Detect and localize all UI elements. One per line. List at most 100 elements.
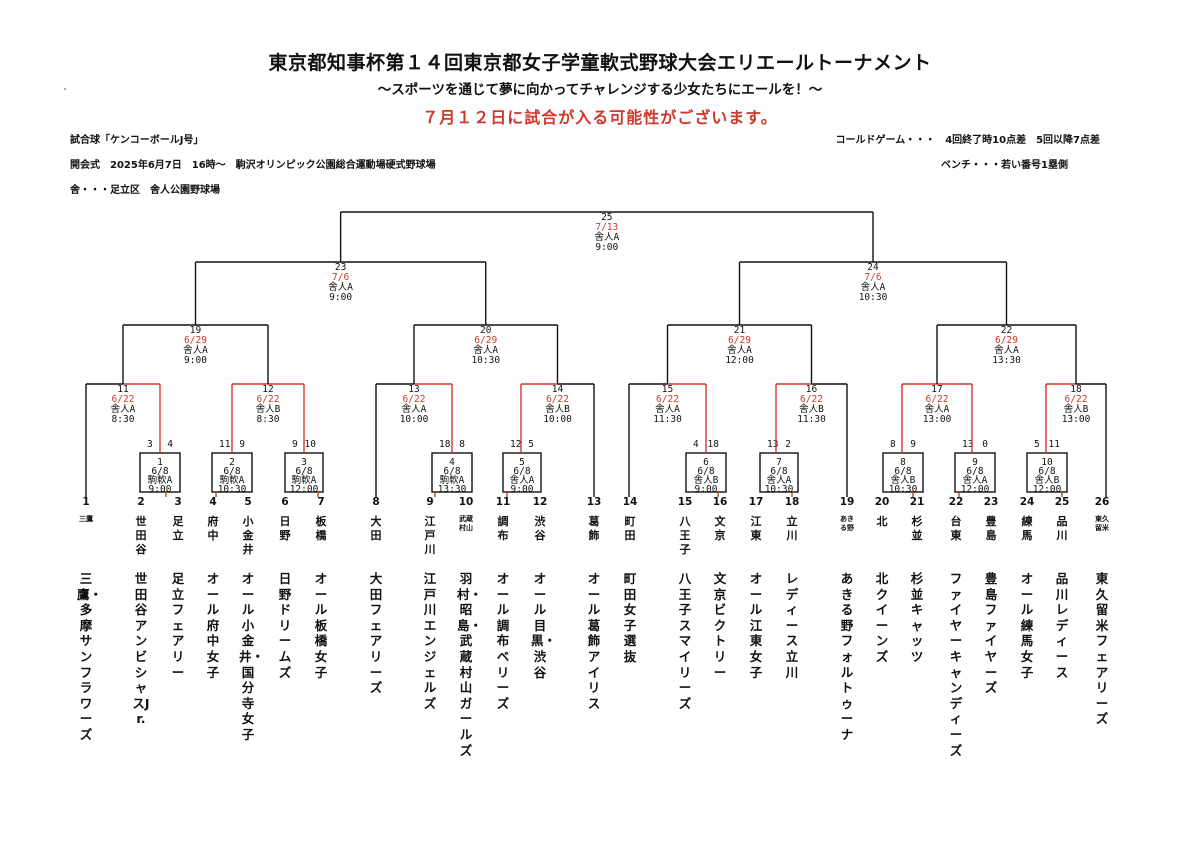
match-time: 10:30 xyxy=(859,292,888,303)
match-time: 10:30 xyxy=(765,484,794,495)
team-full-name: オール調布ベリーズ xyxy=(496,571,510,711)
team-number: 12 xyxy=(532,496,548,508)
team-full-name: オール江東女子 xyxy=(749,571,763,680)
team-number: 1 xyxy=(82,496,90,508)
match-venue: 舎人B xyxy=(545,404,570,415)
first-round-box xyxy=(1026,452,1068,493)
team-short-name: 足立 xyxy=(172,515,184,542)
match-venue: 舎人B xyxy=(891,475,916,486)
team-short-name: 渋谷 xyxy=(534,515,546,542)
team-number: 7 xyxy=(317,496,325,508)
team-number: 8 xyxy=(372,496,380,508)
match-date: 7/13 xyxy=(595,222,618,233)
match-time: 13:00 xyxy=(923,414,952,425)
team-full-name: 羽村・昭島・武蔵村山ガールズ xyxy=(457,571,483,758)
team-number: 14 xyxy=(622,496,638,508)
team-short-name: 江東 xyxy=(750,515,762,542)
team-full-name: 江戸川エンジェルズ xyxy=(423,571,437,711)
team-number: 16 xyxy=(712,496,728,508)
bench-info: ベンチ・・・若い番号1塁側 xyxy=(941,160,1068,171)
team-number: 9 xyxy=(426,496,434,508)
team-number: 4 xyxy=(209,496,217,508)
match-date: 6/22 xyxy=(926,394,949,405)
match-date: 6/8 xyxy=(770,466,787,477)
match-time: 13:30 xyxy=(438,484,467,495)
team-number: 15 xyxy=(677,496,693,508)
ball-info: 試合球「ケンコーボールJ号」 xyxy=(70,135,204,146)
match-number: 8 xyxy=(900,457,906,468)
first-round-seed-left: 3 xyxy=(147,439,153,450)
match-date: 6/8 xyxy=(295,466,312,477)
team-short-name: 北 xyxy=(876,515,888,528)
team-number: 18 xyxy=(784,496,800,508)
match-time: 9:00 xyxy=(511,484,534,495)
team-short-name: 世田谷 xyxy=(135,515,147,556)
match-number: 12 xyxy=(262,384,273,395)
match-time: 11:30 xyxy=(797,414,826,425)
team-number: 22 xyxy=(948,496,964,508)
first-round-seed-right: 2 xyxy=(785,439,791,450)
match-number: 13 xyxy=(408,384,419,395)
match-date: 6/8 xyxy=(223,466,240,477)
team-full-name: ファイヤーキャンディーズ xyxy=(949,571,963,758)
match-time: 10:00 xyxy=(543,414,572,425)
match-date: 6/8 xyxy=(1038,466,1055,477)
team-short-name: 台東 xyxy=(950,515,962,542)
match-time: 12:00 xyxy=(290,484,319,495)
team-full-name: 足立フェアリー xyxy=(171,571,185,680)
match-date: 6/22 xyxy=(112,394,135,405)
team-full-name: オール目黒・渋谷 xyxy=(531,571,557,680)
team-number: 3 xyxy=(174,496,182,508)
team-full-name: オール葛飾アイリス xyxy=(587,571,601,711)
match-venue: 舎人B xyxy=(1035,475,1060,486)
match-number: 24 xyxy=(867,262,879,273)
match-date: 6/8 xyxy=(894,466,911,477)
first-round-box xyxy=(954,452,996,493)
team-number: 19 xyxy=(839,496,855,508)
team-short-name: 品川 xyxy=(1056,515,1068,542)
match-time: 13:00 xyxy=(1062,414,1091,425)
match-date: 6/8 xyxy=(443,466,460,477)
match-venue: 舎人A xyxy=(994,345,1019,356)
match-number: 5 xyxy=(519,457,525,468)
team-short-name: 大田 xyxy=(370,515,382,542)
match-time: 9:00 xyxy=(184,355,207,366)
team-full-name: 町田女子選抜 xyxy=(623,571,637,664)
match-number: 11 xyxy=(117,384,129,395)
team-full-name: 杉並キャッツ xyxy=(910,571,924,664)
team-short-name: 町田 xyxy=(624,515,636,542)
match-venue: 駒軟A xyxy=(148,474,173,486)
match-number: 25 xyxy=(601,212,612,223)
match-number: 18 xyxy=(1070,384,1082,395)
match-venue: 駒軟A xyxy=(220,474,245,486)
team-full-name: 日野ドリームズ xyxy=(278,571,292,680)
match-number: 14 xyxy=(552,384,564,395)
team-short-name: 文京 xyxy=(714,515,726,542)
team-number: 2 xyxy=(137,496,145,508)
team-full-name: 品川レディース xyxy=(1055,571,1069,680)
match-number: 6 xyxy=(703,457,709,468)
first-round-seed-left: 13 xyxy=(962,439,973,450)
match-date: 7/6 xyxy=(332,272,349,283)
called-game-info: コールドゲーム・・・ 4回終了時10点差 5回以降7点差 xyxy=(835,135,1101,146)
match-date: 6/29 xyxy=(728,335,751,346)
team-short-name: 立川 xyxy=(786,515,798,542)
match-number: 2 xyxy=(229,457,235,468)
match-time: 9:00 xyxy=(149,484,172,495)
first-round-seed-left: 13 xyxy=(767,439,778,450)
match-number: 15 xyxy=(662,384,673,395)
match-time: 10:30 xyxy=(218,484,247,495)
scan-dot xyxy=(64,88,66,90)
team-full-name: 大田フェアリーズ xyxy=(369,571,383,696)
match-venue: 舎人A xyxy=(328,282,353,293)
match-number: 16 xyxy=(806,384,818,395)
match-number: 22 xyxy=(1001,325,1012,336)
match-number: 17 xyxy=(931,384,942,395)
team-full-name: オール小金井・国分寺女子 xyxy=(239,571,265,742)
match-date: 6/29 xyxy=(995,335,1018,346)
opening-info: 開会式 2025年6月7日 16時～ 駒沢オリンピック公園総合運動場硬式野球場 xyxy=(70,160,436,171)
match-venue: 舎人A xyxy=(963,475,988,486)
match-date: 6/22 xyxy=(257,394,280,405)
team-short-name: 葛飾 xyxy=(588,515,600,542)
match-date: 6/29 xyxy=(184,335,207,346)
